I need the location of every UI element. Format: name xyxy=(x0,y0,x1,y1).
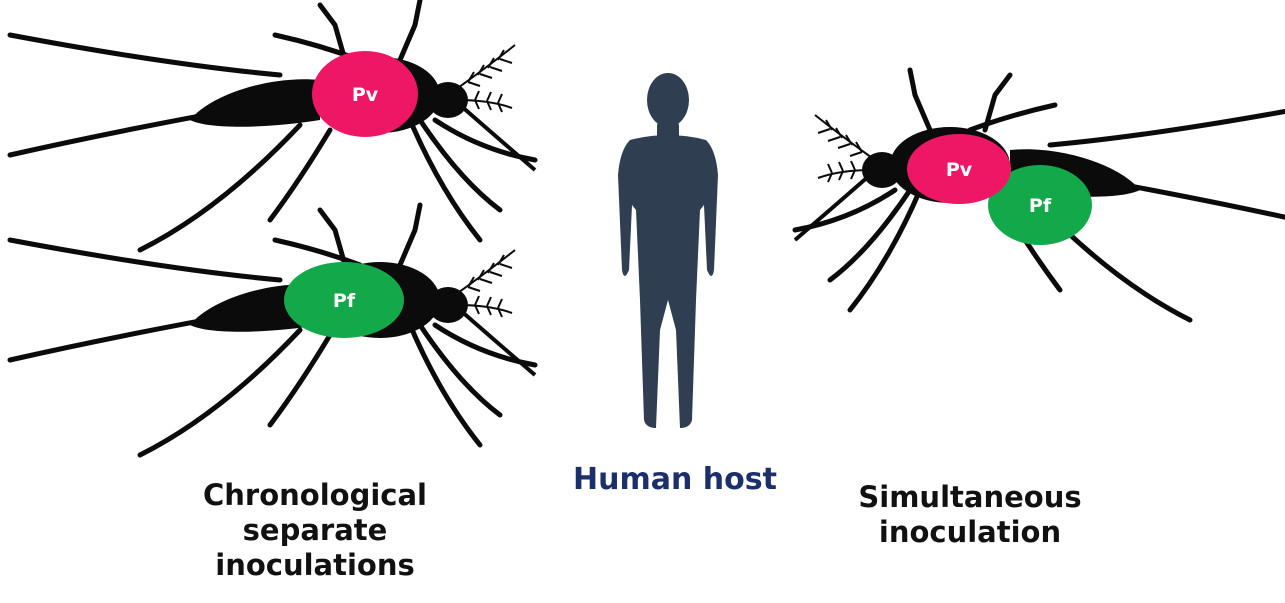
pf-label: Pf xyxy=(1029,195,1052,217)
caption-line: inoculation xyxy=(820,515,1120,550)
pv-label: Pv xyxy=(946,159,973,181)
human-host-caption: Human host xyxy=(560,462,790,498)
human-silhouette-icon xyxy=(618,73,718,428)
simultaneous-caption: Simultaneous inoculation xyxy=(820,480,1120,550)
pf-badge-bottom-left: Pf xyxy=(284,262,404,338)
caption-line: Chronological xyxy=(150,478,480,513)
pf-label: Pf xyxy=(333,290,356,312)
chronological-caption: Chronological separate inoculations xyxy=(150,478,480,582)
pv-badge-top-left: Pv xyxy=(312,51,418,137)
caption-line: Simultaneous xyxy=(820,480,1120,515)
caption-line: inoculations xyxy=(150,548,480,583)
pv-badge-right: Pv xyxy=(907,134,1011,204)
mosquito-top-left-icon xyxy=(10,0,535,250)
mosquito-bottom-left-icon xyxy=(10,205,535,455)
pv-label: Pv xyxy=(352,84,379,106)
caption-line: separate xyxy=(150,513,480,548)
